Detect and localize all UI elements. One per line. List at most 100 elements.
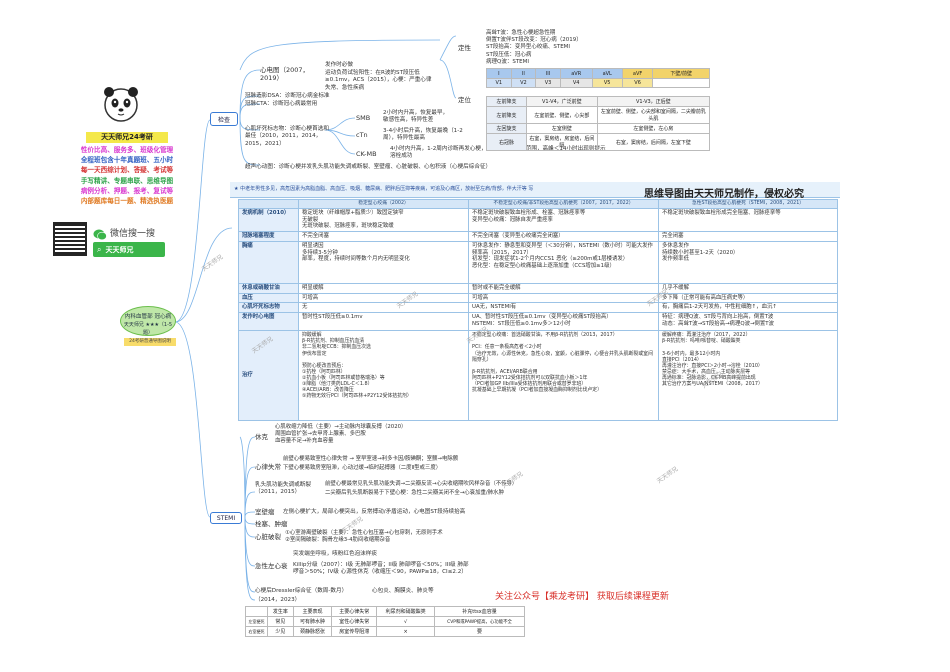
marker-smb-name: SMB: [356, 114, 371, 122]
stemi-group-label: 心律失常: [255, 463, 281, 471]
dressler-item: 心包炎、胸膜炎、肺炎等: [372, 588, 434, 594]
locate-item-3: ST段抬高：变异型心绞痛、STEMI: [486, 44, 571, 51]
diff-cell: √: [376, 616, 435, 627]
lead-cell: V4: [559, 78, 593, 88]
artery-cell: 右室，窦房结，房室结，后间隔: [526, 133, 598, 151]
table-cell: 不稳定斑块破裂致血栓形成、栓塞、冠脉痉挛等 变异型心绞痛：冠脉自发严重痉挛: [468, 207, 659, 233]
lead-cell: V2: [510, 78, 537, 88]
locate-item-5: 病理Q波：STEMI: [486, 58, 530, 65]
artery-position-table: 左前降支 V1-V4，广泛前壁 V1-V3，正后壁 左前降支 左室前壁、侧壁，心…: [486, 96, 711, 151]
table-cell: 抑酸缓解 β-R抗抗剂、抑制血压抗血清 非二氢吡啶CCB：抑制血压次选 伊伐布雷…: [298, 330, 469, 422]
row-head: 发病机制（2010）: [238, 207, 299, 233]
diff-row-head: 左室梗死: [245, 616, 268, 627]
table-cell: 暂时性ST段压低≥0.1mv: [298, 312, 469, 332]
diff-cell: ×: [376, 626, 435, 637]
stemi-group-label: 休克: [255, 433, 268, 441]
artery-cell: V1-V4，广泛前壁: [526, 96, 598, 107]
center-chip: 24考研普通导图说明: [124, 338, 176, 346]
stemi-group-label: 急性左心衰: [255, 562, 288, 570]
lead-position-table: I II III aVR aVL aVF 下壁/前壁 V1 V2 V3 V4 V…: [486, 68, 710, 88]
dsa-item: 冠脉造影DSA：诊断冠心病金标准: [245, 93, 330, 99]
table-cell: 无: [298, 302, 469, 314]
table-cell: 多下降（正常可能有高血压病史等）: [658, 292, 838, 304]
diff-col-head: 主要表现: [292, 606, 333, 617]
table-cell: 有，胸痛后1-2天可发热，中性粒细胞↑，血沉↑: [658, 302, 838, 314]
table-cell: 不稳定型心绞痛：首选硝酸甘油，不用β-R抗抗剂（2013，2017） PCI：任…: [468, 330, 659, 422]
table-cell: UA、暂时性ST段压低≥0.1mv（变异型心绞痛ST段抬高） NSTEMI：ST…: [468, 312, 659, 332]
marker-ctn-desc: 3-4小时后升高，恢复最晚（1-2周），特异性最高: [383, 128, 463, 142]
artery-cell: V1-V3，正后壁: [596, 96, 711, 107]
table-cell: 特征：病理Q波、ST段弓背向上抬高，倒置T波 动态：高耸T波→ST段抬高→病理Q…: [658, 312, 838, 332]
row-head: 胸痛: [238, 240, 299, 284]
col-head-stable: 稳定型心绞痛（2002）: [298, 199, 469, 209]
table-cell: 几乎不缓解: [658, 282, 838, 294]
table-cell: 可休息发作：静息型和变异型（＜30分钟），NSTEMI（数小时）可能大发作频率高…: [468, 240, 659, 284]
brand-line-3: 每一天西综计划、答疑、考试等: [80, 166, 174, 175]
table-cell: 可增高: [468, 292, 659, 304]
table-cell: 不完全闭塞（变异型心绞痛完全闭塞）: [468, 231, 659, 242]
rupture-item: ①心室游离壁破裂（主要）：急性心包压塞→心包穿刺，无原则手术: [285, 530, 443, 536]
center-node[interactable]: 内科血管部 冠心病 天天师兄 ★★★（1-5题）: [120, 306, 176, 336]
lead-cell: V5: [591, 78, 623, 88]
rupture-items: ①心室游离壁破裂（主要）：急性心包压塞→心包穿刺，无原则手术 ②室间隔破裂：胸骨…: [285, 530, 443, 544]
diff-cell: 要: [434, 626, 525, 637]
center-title: 内科血管部 冠心病: [124, 314, 172, 320]
stemi-group-label: 室壁瘤: [255, 508, 275, 516]
brand-line-4: 手写精讲、专题串联、思维导图: [80, 176, 174, 185]
shock-items: 心肌收缩力降低（主要）→主动脉内球囊反搏（2020） 周围血管扩张→去甲肾上腺素…: [275, 424, 406, 445]
stemi-node[interactable]: STEMI: [210, 512, 242, 524]
diff-cell: 少见: [267, 626, 294, 637]
arrhythmia-items: 前壁心梗易致室性心律失常 → 室早室速→利多卡因/胺碘酮；室颤→电除颤 下壁心梗…: [283, 455, 458, 473]
rupture-item: ②室间隔破裂：胸骨左缘3-4肋间收缩期杂音: [285, 537, 391, 543]
qr-code-icon: [53, 222, 87, 256]
row-head: 休息或硝酸甘油: [238, 282, 299, 294]
stemi-group-label: 心梗后Dressler综合征（数周-数月）: [255, 588, 348, 594]
table-cell: 不完全闭塞: [298, 231, 469, 242]
lead-cell: III: [535, 68, 561, 79]
position-label: 定位: [458, 96, 471, 104]
table-cell: 稳定斑块（纤维帽厚+脂质少）致固定狭窄 无破裂 无斑块破裂、冠脉痉挛，斑块稳定致…: [298, 207, 469, 233]
diff-row-head: 右室梗死: [245, 626, 268, 637]
search-icon: ⌕: [97, 244, 102, 254]
diff-cell: 室性心律失常: [331, 616, 378, 627]
table-cell: UA无，NSTEMI有: [468, 302, 659, 314]
stemi-group-label: 栓塞、肿瘤: [255, 520, 288, 528]
artery-name: 左前降支: [486, 106, 527, 124]
diff-col-head: 补充ttsx血容量: [434, 606, 525, 617]
lead-cell: aVF: [621, 68, 654, 79]
table-cell: 明显缓解: [298, 282, 469, 294]
diff-col-head: 主要心律失常: [331, 606, 378, 617]
lead-cell: V6: [621, 78, 654, 88]
lead-cell: 下壁/前壁: [652, 68, 710, 79]
brand-name: 天天师兄24考研: [86, 132, 168, 143]
killip-item: Killip分级（2007）：I级 无肺部啰音；II级 肺部啰音＜50%；III…: [293, 562, 469, 576]
heart-failure-item: 突发端坐呼吸，咳粉红色泡沫样痰: [293, 551, 377, 557]
arrhythmia-item: 下壁心梗易致房室阻滞，心动过缓→临时起搏器（二度Ⅱ型或三度）: [283, 465, 442, 471]
artery-cell: 左室前壁、侧壁，心尖部: [526, 106, 598, 124]
wechat-search-label: 微信搜一搜: [110, 229, 156, 239]
echo-item: 超声心动图：诊断心梗并发乳头肌功能失调或断裂、室壁瘤、心脏破裂、心包积液（心梗后…: [245, 164, 492, 170]
aneurysm-item: 左侧心梗扩大，局部心梗突出，反常搏动/矛盾运动，心电图ST段持续抬高: [283, 509, 466, 515]
lead-cell: II: [510, 68, 537, 79]
locate-item-4: ST段压低：冠心病: [486, 51, 532, 58]
marker-smb-desc: 2小时内升高，恢复最早，敏感性高，特异性差: [383, 110, 449, 124]
lead-cell: aVL: [591, 68, 623, 79]
check-node[interactable]: 检查: [210, 112, 238, 126]
diff-cell: CVP和或PAWP提高，心功能不全: [434, 616, 525, 627]
diff-cell: 颈静脉怒张: [292, 626, 333, 637]
table-cell: 多休息发作 持续数小时甚至1-2天（2020） 发作频率低: [658, 240, 838, 284]
brand-line-5: 病例分析、押题、报考、复试等: [80, 186, 174, 195]
table-headline-strip: [230, 182, 840, 198]
shock-item: 血容量不足→补充血容量: [275, 438, 334, 444]
center-subtitle: 天天师兄 ★★★（1-5题）: [123, 322, 173, 336]
diff-corner: [245, 606, 268, 617]
wechat-search-box[interactable]: ⌕ 天天师兄: [93, 242, 165, 257]
row-head: 冠脉堵塞程度: [238, 231, 299, 242]
diff-cell: 房室传导阻滞: [331, 626, 378, 637]
search-name: 天天师兄: [105, 245, 134, 254]
marker-ckmb-name: CK-MB: [356, 150, 377, 158]
ecg-item-1: 发作时必做: [325, 62, 353, 68]
papillary-item: 二尖瓣后乳头肌断裂易于下壁心梗：急性二尖瓣关闭不全→心衰加重/肺水肿: [325, 490, 504, 496]
artery-cell: 左室前壁、侧壁，心尖部和室间隔，二尖瓣前乳头肌: [596, 106, 711, 124]
